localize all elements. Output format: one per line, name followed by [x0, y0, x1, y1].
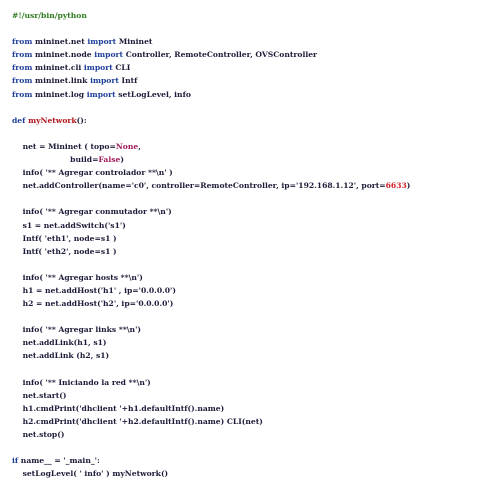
module-name: mininet.cli	[35, 63, 82, 73]
code-text: h2.cmdPrint('dhclient '+h2.defaultIntf()…	[22, 416, 263, 426]
code-line: s1 = net.addSwitch('s1')	[12, 219, 492, 232]
keyword-if: if	[12, 456, 19, 466]
code-text: ,	[138, 141, 141, 151]
blank-line	[12, 101, 492, 114]
import-names: setLogLevel, info	[118, 89, 191, 99]
code-text: setLogLevel( ' info' ) myNetwork()	[22, 469, 169, 479]
code-text: s1 = net.addSwitch('s1')	[22, 220, 126, 230]
code-line: info( '** Agregar links **\n')	[12, 323, 492, 336]
keyword-import: import	[90, 76, 119, 86]
keyword-import: import	[94, 50, 124, 60]
code-line: info( '** Agregar conmutador **\n')	[12, 205, 492, 218]
module-name: mininet.link	[35, 76, 88, 86]
code-line: net.addLink(h1, s1)	[12, 336, 492, 349]
shebang-line: #!/usr/bin/python	[12, 11, 87, 20]
code-line: if name__ = '_main_':	[12, 454, 492, 467]
code-text: net.stop()	[22, 430, 65, 439]
code-text: Intf( 'eth1', node=s1 )	[22, 233, 117, 243]
blank-line	[12, 192, 492, 205]
code-line: net.start()	[12, 389, 492, 402]
code-text: info( '** Agregar hosts **\n')	[22, 272, 143, 282]
code-text: )	[406, 181, 411, 191]
code-line: h2.cmdPrint('dhclient '+h2.defaultIntf()…	[12, 415, 492, 428]
code-text: h1.cmdPrint('dhclient '+h1.defaultIntf()…	[22, 403, 225, 413]
code-line: #!/usr/bin/python	[12, 9, 492, 22]
module-name: mininet.log	[35, 89, 85, 99]
import-names: CLI	[115, 63, 131, 73]
keyword-from: from	[12, 50, 33, 60]
code-line: build=False)	[12, 153, 492, 166]
code-line: h1.cmdPrint('dhclient '+h1.defaultIntf()…	[12, 402, 492, 415]
code-text: info( '** Iniciando la red **\n')	[22, 377, 151, 387]
module-name: mininet.node	[35, 50, 92, 60]
code-line: from mininet.net import Mininet	[12, 35, 492, 48]
code-line: h1 = net.addHost('h1' , ip='0.0.0.0')	[12, 284, 492, 297]
port-number: 6633	[385, 181, 407, 191]
code-text: info( '** Agregar conmutador **\n')	[22, 207, 172, 217]
constant-false: False	[98, 155, 121, 165]
blank-line	[12, 310, 492, 323]
code-line: net = Mininet ( topo=None,	[12, 140, 492, 153]
keyword-from: from	[12, 63, 33, 73]
import-names: Controller, RemoteController, OVSControl…	[125, 50, 318, 60]
code-line: from mininet.log import setLogLevel, inf…	[12, 88, 492, 101]
code-line: Intf( 'eth1', node=s1 )	[12, 232, 492, 245]
code-line: def myNetwork():	[12, 114, 492, 127]
code-line: info( '** Agregar hosts **\n')	[12, 271, 492, 284]
constant-none: None	[115, 141, 139, 151]
code-text: net.start()	[22, 390, 67, 400]
keyword-import: import	[83, 63, 113, 73]
code-text: h2 = net.addHost('h2', ip='0.0.0.0')	[22, 299, 174, 309]
keyword-from: from	[12, 76, 33, 86]
keyword-import: import	[87, 37, 117, 47]
code-line: info( '** Iniciando la red **\n')	[12, 376, 492, 389]
code-text: net.addLink (h2, s1)	[22, 351, 110, 361]
code-text: net = Mininet ( topo=	[22, 141, 116, 151]
import-names: Intf	[121, 76, 138, 86]
code-line: from mininet.cli import CLI	[12, 61, 492, 74]
module-name: mininet.net	[35, 37, 85, 47]
code-text: h1 = net.addHost('h1' , ip='0.0.0.0')	[22, 285, 176, 295]
code-text: info( '** Agregar controlador **\n' )	[22, 168, 173, 178]
code-text: net.addController(name='c0', controller=…	[22, 181, 386, 191]
code-line: Intf( 'eth2', node=s1 )	[12, 245, 492, 258]
def-tail: ():	[76, 115, 87, 125]
keyword-from: from	[12, 37, 33, 47]
keyword-def: def	[12, 115, 26, 125]
keyword-from: from	[12, 89, 33, 99]
blank-line	[12, 22, 492, 35]
code-line: net.stop()	[12, 428, 492, 441]
code-text: name__ = '_main_':	[18, 456, 100, 466]
code-line: setLogLevel( ' info' ) myNetwork()	[12, 467, 492, 480]
function-name: myNetwork	[28, 115, 77, 125]
code-line: net.addController(name='c0', controller=…	[12, 179, 492, 192]
code-line: from mininet.node import Controller, Rem…	[12, 48, 492, 61]
code-line: from mininet.link import Intf	[12, 74, 492, 87]
blank-line	[12, 441, 492, 454]
code-text: net.addLink(h1, s1)	[22, 338, 107, 348]
code-text: Intf( 'eth2', node=s1 )	[22, 246, 117, 256]
code-line: h2 = net.addHost('h2', ip='0.0.0.0')	[12, 297, 492, 310]
blank-line	[12, 127, 492, 140]
code-text: info( '** Agregar links **\n')	[22, 325, 141, 335]
code-editor: #!/usr/bin/python from mininet.net impor…	[12, 9, 492, 480]
keyword-import: import	[86, 89, 116, 99]
code-text: build=	[70, 155, 99, 165]
code-line: net.addLink (h2, s1)	[12, 349, 492, 362]
import-names: Mininet	[118, 37, 153, 47]
blank-line	[12, 363, 492, 376]
code-line: info( '** Agregar controlador **\n' )	[12, 166, 492, 179]
code-text: )	[120, 155, 124, 165]
blank-line	[12, 258, 492, 271]
